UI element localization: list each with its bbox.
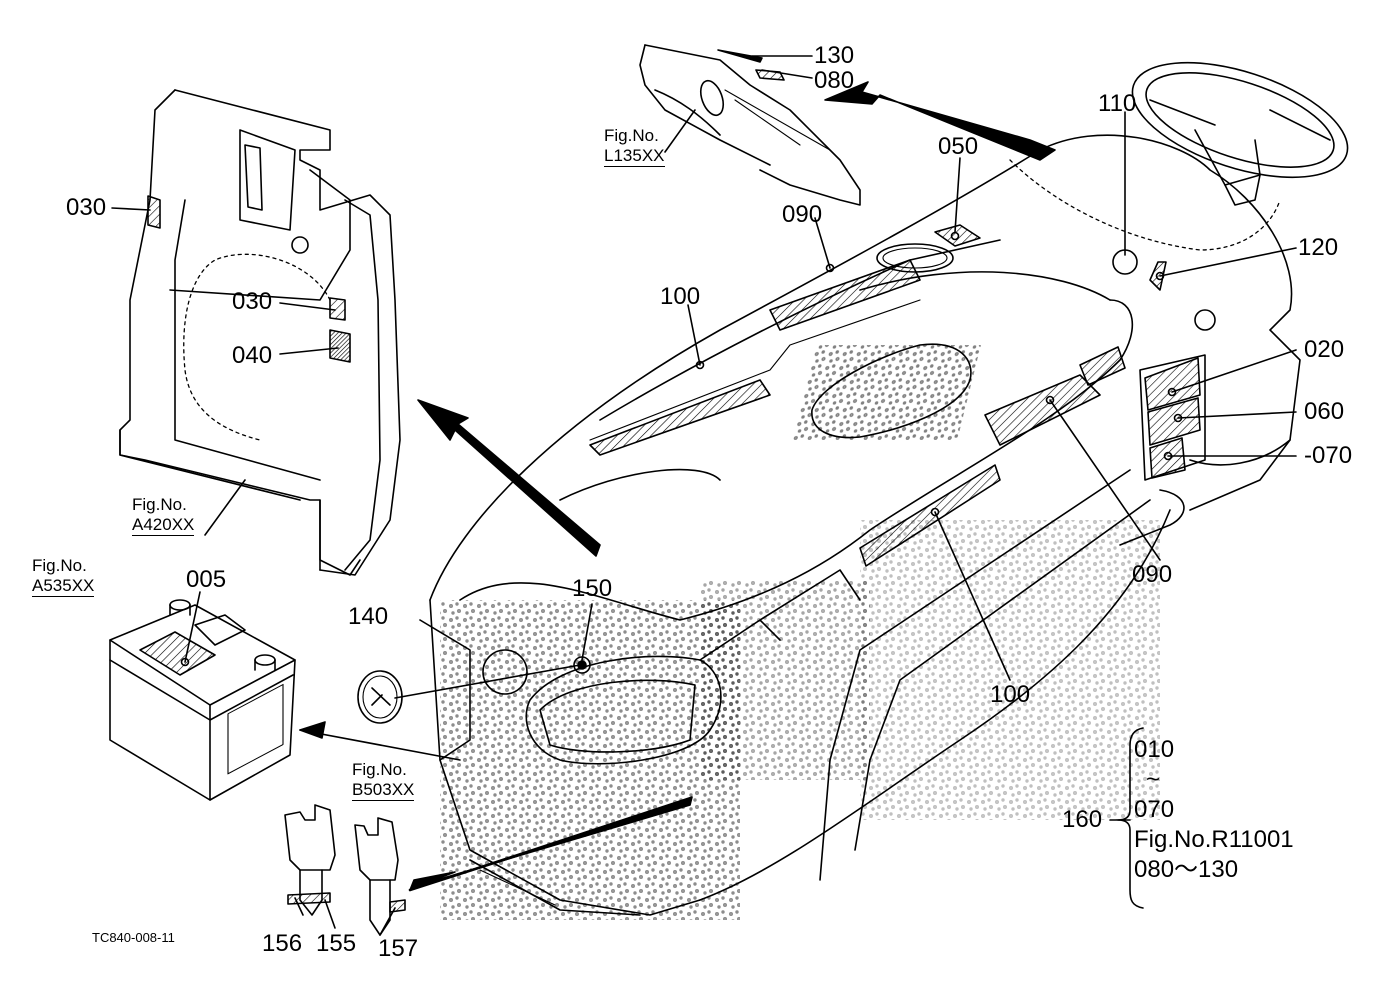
fig-ref-a420: Fig.No. A420XX: [132, 495, 195, 537]
note-160-line3: 070: [1134, 796, 1175, 823]
drawing-code: TC840-008-11: [92, 930, 175, 945]
callout-140: 140: [348, 603, 389, 630]
callout-070: -070: [1304, 442, 1353, 469]
callout-120: 120: [1298, 234, 1339, 261]
fig-ref-a535-line1: Fig.No.: [32, 556, 87, 575]
callout-100-side: 100: [990, 681, 1031, 708]
steering-wheel: [1131, 61, 1349, 206]
rear-panel: [119, 89, 401, 576]
note-160-line1: 010: [1134, 736, 1175, 763]
callout-040: 040: [232, 342, 273, 369]
callout-050: 050: [938, 133, 979, 160]
callout-130: 130: [814, 42, 855, 69]
fig-ref-b503-line2: B503XX: [352, 780, 415, 802]
note-160-line5: 080～130: [1134, 856, 1239, 883]
callout-157: 157: [378, 935, 419, 962]
fig-ref-l135-line1: Fig.No.: [604, 126, 659, 145]
fig-ref-b503: Fig.No. B503XX: [352, 760, 415, 802]
note-160-line2: ~: [1146, 766, 1161, 793]
fig-ref-a535: Fig.No. A535XX: [32, 556, 95, 598]
callout-080: 080: [814, 67, 855, 94]
callout-100-top: 100: [660, 283, 701, 310]
fig-ref-a420-line1: Fig.No.: [132, 495, 187, 514]
callout-005: 005: [186, 566, 227, 593]
callout-110: 110: [1098, 90, 1137, 117]
fig-ref-b503-line1: Fig.No.: [352, 760, 407, 779]
callout-060: 060: [1304, 398, 1345, 425]
fig-ref-l135-line2: L135XX: [604, 146, 665, 168]
leader-lines: [111, 55, 1297, 936]
note-160-line4: Fig.No.R11001: [1134, 826, 1294, 853]
emblem: [357, 670, 403, 724]
callout-090-top: 090: [782, 201, 823, 228]
callout-020: 020: [1304, 336, 1345, 363]
fig-ref-l135: Fig.No. L135XX: [604, 126, 665, 168]
note-brace: [1117, 727, 1144, 909]
callout-030-mid: 030: [232, 288, 273, 315]
hood-assembly: [419, 134, 1301, 920]
callout-030-top: 030: [66, 194, 107, 221]
note-160: 010 ~ 070 Fig.No.R11001 080～130: [1134, 735, 1294, 885]
callout-160: 160: [1062, 806, 1103, 833]
bulb-sockets: [284, 804, 406, 936]
battery: [109, 599, 296, 801]
callout-150: 150: [572, 575, 613, 602]
fig-ref-a420-line2: A420XX: [132, 515, 195, 537]
callout-155: 155: [316, 930, 357, 957]
callout-156: 156: [262, 930, 303, 957]
pointer-arrows: [299, 81, 1056, 892]
callout-090-side: 090: [1132, 561, 1173, 588]
fig-ref-a535-line2: A535XX: [32, 576, 95, 598]
